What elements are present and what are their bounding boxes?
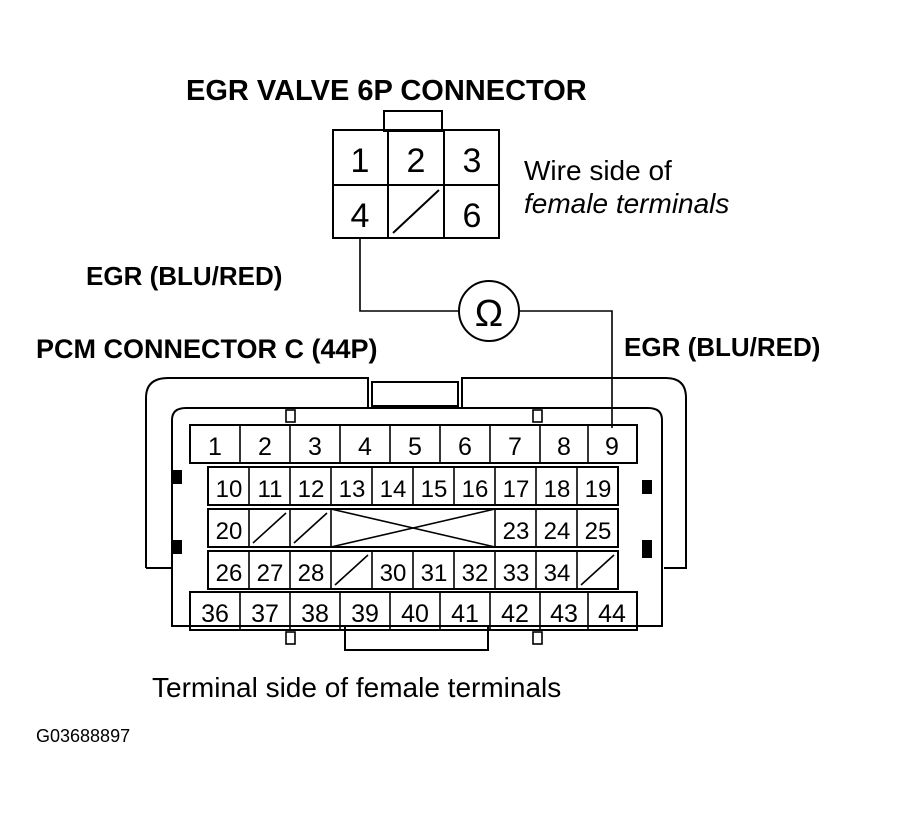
pcm-pin: 27	[257, 560, 284, 587]
pcm-pin: 11	[258, 476, 283, 503]
pcm-pin: 44	[598, 600, 626, 628]
egr-pin: 3	[463, 142, 482, 180]
pcm-pin: 31	[421, 560, 448, 587]
pcm-pin: 12	[298, 476, 325, 503]
egr-side-note-line1: Wire side of	[524, 155, 672, 186]
pcm-pin: 40	[401, 600, 429, 628]
pcm-pin: 16	[462, 476, 489, 503]
pcm-pin: 13	[339, 476, 366, 503]
figure-id: G03688897	[36, 726, 130, 746]
pcm-pin: 24	[544, 518, 571, 545]
pcm-pin: 2	[258, 433, 272, 461]
pcm-pin: 41	[451, 600, 479, 628]
pcm-pin: 32	[462, 560, 489, 587]
pcm-inner-housing	[171, 407, 663, 627]
egr-pin: 4	[351, 197, 370, 235]
pcm-pin: 20	[216, 518, 243, 545]
ohmmeter-circle	[458, 280, 520, 342]
test-wire-left	[359, 238, 459, 312]
pcm-bottom-latch	[344, 626, 489, 651]
pcm-pin: 19	[585, 476, 612, 503]
pcm-pin: 15	[421, 476, 448, 503]
pcm-pin: 33	[503, 560, 530, 587]
pcm-pin: 42	[501, 600, 529, 628]
pcm-pin: 23	[503, 518, 530, 545]
pcm-pin: 30	[380, 560, 407, 587]
pcm-pin: 43	[550, 600, 578, 628]
pcm-pin: 10	[216, 476, 243, 503]
pcm-connector-title: PCM CONNECTOR C (44P)	[36, 334, 378, 364]
pcm-pin: 6	[458, 433, 472, 461]
pcm-pin: 3	[308, 433, 322, 461]
pcm-pin-9: 9	[605, 433, 619, 461]
pcm-pin: 26	[216, 560, 243, 587]
ohm-symbol-icon: Ω	[475, 293, 503, 335]
egr-pin: 1	[351, 142, 370, 180]
egr-pin5-empty-slash	[392, 189, 440, 234]
pcm-pin: 28	[298, 560, 325, 587]
wire-label-right: EGR (BLU/RED)	[624, 332, 820, 362]
pcm-bottom-note: Terminal side of female terminals	[152, 672, 561, 703]
pcm-pin: 17	[503, 476, 530, 503]
egr-side-note-line2: female terminals	[524, 188, 729, 219]
pcm-pin: 37	[251, 600, 279, 628]
egr-pin: 6	[463, 197, 482, 235]
ohmmeter: Ω	[458, 280, 520, 342]
pcm-pin: 5	[408, 433, 422, 461]
pcm-pin: 14	[380, 476, 407, 503]
pcm-pin: 39	[351, 600, 379, 628]
wire-label-left: EGR (BLU/RED)	[86, 261, 282, 291]
test-wire-right	[519, 310, 613, 428]
pcm-pin: 4	[358, 433, 372, 461]
pcm-pin: 18	[544, 476, 571, 503]
pcm-pin: 1	[208, 433, 222, 461]
egr-connector-title: EGR VALVE 6P CONNECTOR	[186, 75, 587, 107]
pcm-pin: 38	[301, 600, 329, 628]
pcm-connector: 1 2 3 4 5 6 7 8 9 10 11 12 13 14 15 16 1…	[145, 377, 687, 651]
pcm-pin: 8	[557, 433, 571, 461]
egr-pin: 2	[407, 142, 426, 180]
pcm-pin: 34	[544, 560, 571, 587]
pcm-pin: 25	[585, 518, 612, 545]
egr-connector-latch	[383, 110, 443, 132]
pcm-pin: 7	[508, 433, 522, 461]
pcm-pin: 36	[201, 600, 229, 628]
pcm-top-latch	[371, 381, 459, 407]
egr-connector: 1 2 3 4 6	[332, 110, 500, 239]
